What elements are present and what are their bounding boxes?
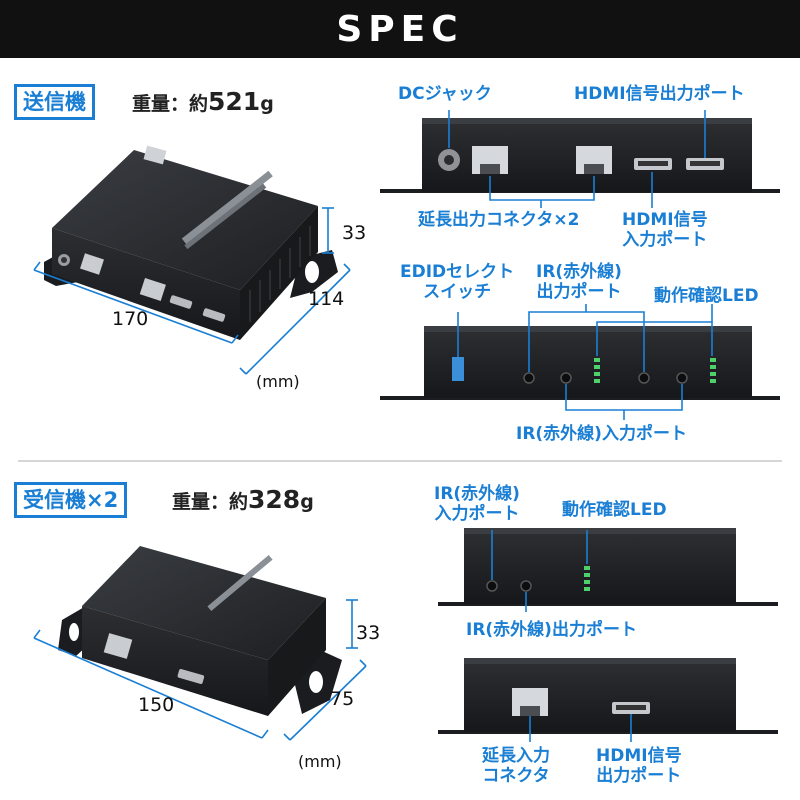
label-rx-ir-in-line2: 入力ポート xyxy=(434,504,520,525)
tx-flange-hole xyxy=(305,261,319,283)
rx-dim-height: 33 xyxy=(356,622,381,644)
rx-side xyxy=(268,598,326,716)
tx-weight-prefix: 重量：約 xyxy=(132,93,209,115)
label-rx-extension-in-connector: 延長入力 コネクタ xyxy=(482,746,550,787)
rx-ir-callouts xyxy=(491,530,588,612)
label-edid-switch: EDIDセレクト スイッチ xyxy=(400,262,514,303)
label-rx-status-led: 動作確認LED xyxy=(562,500,667,520)
transmitter-weight: 重量：約521g xyxy=(132,87,274,116)
label-rx-ext-in-line2: コネクタ xyxy=(482,766,550,787)
rx-hdmi-panel xyxy=(438,658,778,734)
label-ir-out-line2: 出力ポート xyxy=(536,282,622,303)
label-rx-ir-in-port: IR(赤外線) 入力ポート xyxy=(434,484,520,525)
rx-dim-width: 150 xyxy=(138,694,175,716)
transmitter-tag: 送信機 xyxy=(14,84,95,121)
tx-rear-callouts xyxy=(448,110,706,208)
label-hdmi-in-port: HDMI信号 入力ポート xyxy=(622,210,708,251)
label-dc-jack: DCジャック xyxy=(398,84,492,104)
banner-title: SPEC xyxy=(336,8,464,50)
rx-dim-unit: (mm) xyxy=(298,752,342,771)
rx-weight-value: 328 xyxy=(248,485,301,514)
tx-dimension-lines xyxy=(33,207,351,375)
label-extension-out-connector: 延長出力コネクタ×2 xyxy=(418,210,580,230)
tx-dim-depth: 114 xyxy=(308,288,345,310)
receiver-iso-view xyxy=(58,546,342,716)
rx-weight-unit: g xyxy=(300,491,314,513)
spec-banner: SPEC xyxy=(0,0,800,58)
tx-weight-unit: g xyxy=(260,93,274,115)
label-hdmi-out-port: HDMI信号出力ポート xyxy=(574,84,745,104)
section-divider xyxy=(18,460,782,462)
label-rx-ir-out-port: IR(赤外線)出力ポート xyxy=(466,620,637,640)
label-rx-ir-in-line1: IR(赤外線) xyxy=(434,484,520,504)
tx-dim-unit: (mm) xyxy=(256,372,300,391)
rx-hdmi-callouts xyxy=(529,714,632,742)
rx-dim-depth: 75 xyxy=(330,688,355,710)
receiver-tag: 受信機×2 xyxy=(14,482,128,519)
label-edid-line1: EDIDセレクト xyxy=(400,262,515,282)
label-edid-line2: スイッチ xyxy=(423,282,492,303)
label-ir-out-port: IR(赤外線) 出力ポート xyxy=(536,262,622,303)
label-rx-hdmi-out-port: HDMI信号 出力ポート xyxy=(596,746,682,787)
tx-front-panel xyxy=(380,326,780,400)
label-hdmi-in-line1: HDMI信号 xyxy=(622,210,708,230)
label-rx-hdmi-out-line2: 出力ポート xyxy=(596,766,682,787)
rx-front xyxy=(82,606,268,716)
rx-dimension-lines xyxy=(33,599,367,741)
rx-top xyxy=(82,546,326,660)
tx-weight-value: 521 xyxy=(208,87,261,116)
tx-rear-panel xyxy=(380,118,780,193)
tx-dim-height: 33 xyxy=(342,222,367,244)
label-status-led: 動作確認LED xyxy=(654,286,759,306)
label-rx-hdmi-out-line1: HDMI信号 xyxy=(596,746,682,766)
label-ir-out-line1: IR(赤外線) xyxy=(536,262,622,282)
tx-dim-width: 170 xyxy=(112,308,149,330)
receiver-weight: 重量：約328g xyxy=(172,485,314,514)
label-ir-in-port: IR(赤外線)入力ポート xyxy=(516,424,687,444)
label-hdmi-in-line2: 入力ポート xyxy=(622,230,708,251)
label-rx-ext-in-line1: 延長入力 xyxy=(482,746,550,766)
tx-top xyxy=(52,150,318,290)
rx-ir-panel xyxy=(438,528,778,606)
transmitter-iso-view xyxy=(44,145,338,340)
tx-front-callouts xyxy=(457,304,713,420)
rx-weight-prefix: 重量：約 xyxy=(172,491,249,513)
